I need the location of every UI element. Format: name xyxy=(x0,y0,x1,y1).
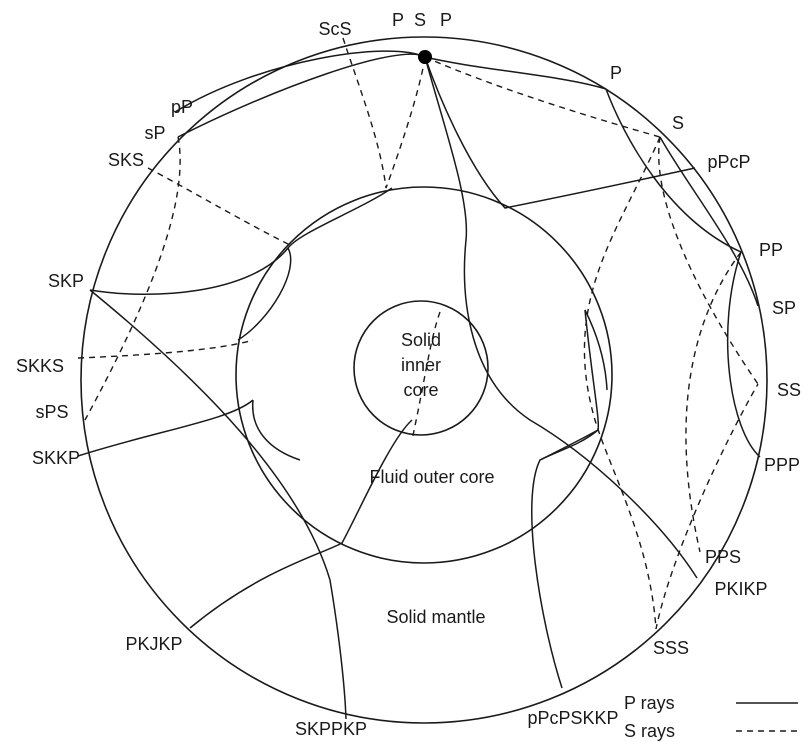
ray-SSS xyxy=(583,136,759,630)
core-mantle-boundary xyxy=(235,186,613,564)
label-pPcP: pPcP xyxy=(707,152,750,172)
ray-ScS xyxy=(342,37,426,189)
label-ScS: ScS xyxy=(318,19,351,39)
label-PKJKP: PKJKP xyxy=(125,634,182,654)
ray-inner-core-s xyxy=(411,311,441,441)
ray-SKS xyxy=(147,167,291,246)
ray-S-right xyxy=(424,56,661,138)
label-SS: SS xyxy=(777,380,801,400)
legend: P rays S rays xyxy=(624,693,798,741)
ray-sP xyxy=(177,53,426,138)
label-PP: PP xyxy=(759,240,783,260)
label-pP: pP xyxy=(171,97,193,117)
mantle-label: Solid mantle xyxy=(386,607,485,627)
label-SKPPKP: SKPPKP xyxy=(295,719,367,739)
legend-s-rays-label: S rays xyxy=(624,721,675,741)
label-sPS: sPS xyxy=(35,402,68,422)
earth-surface xyxy=(80,36,768,724)
label-SKKS: SKKS xyxy=(16,356,64,376)
ray-pPcPSKKP xyxy=(531,309,600,689)
ray-cmb-arc-2 xyxy=(252,399,301,461)
legend-p-rays-label: P rays xyxy=(624,693,675,713)
ray-SKKS xyxy=(77,339,254,359)
inner-core-label-line2: inner xyxy=(401,355,441,375)
ray-SS xyxy=(658,136,759,385)
ray-pP xyxy=(174,50,426,113)
ray-cmb-arc-1 xyxy=(237,247,292,341)
outer-core-label: Fluid outer core xyxy=(369,467,494,487)
label-PPP: PPP xyxy=(764,455,800,475)
ray-PPS xyxy=(685,251,742,553)
ray-SKKP xyxy=(77,399,254,457)
label-SKS: SKS xyxy=(108,150,144,170)
ray-SP xyxy=(659,136,759,307)
label-SKKP: SKKP xyxy=(32,448,80,468)
label-pPcPSKKP: pPcPSKKP xyxy=(527,708,618,728)
inner-core-boundary xyxy=(353,300,489,436)
label-P-top-left: P xyxy=(392,10,404,30)
ray-PKJKP xyxy=(189,419,413,629)
label-PKIKP: PKIKP xyxy=(714,579,767,599)
label-SKP: SKP xyxy=(48,271,84,291)
label-S-top: S xyxy=(414,10,426,30)
earthquake-source xyxy=(418,50,432,64)
label-P-right: P xyxy=(610,63,622,83)
label-PPS: PPS xyxy=(705,547,741,567)
p-rays xyxy=(77,50,761,720)
inner-core-label-line1: Solid xyxy=(401,330,441,350)
ray-PPP xyxy=(726,251,761,458)
inner-core-label-line3: core xyxy=(403,380,438,400)
ray-PKIKP xyxy=(424,56,698,579)
ray-SKP xyxy=(89,187,393,296)
label-SSS: SSS xyxy=(653,638,689,658)
label-sP: sP xyxy=(144,123,165,143)
s-rays xyxy=(77,37,759,630)
label-S-right: S xyxy=(672,113,684,133)
ray-P-right xyxy=(424,56,607,90)
ray-sPS xyxy=(84,136,181,421)
ray-pPcP xyxy=(424,56,696,209)
ray-cmb-arc-4 xyxy=(539,429,599,461)
label-SP: SP xyxy=(772,298,796,318)
label-P-top-right: P xyxy=(440,10,452,30)
ray-SKPPKP xyxy=(89,289,347,720)
